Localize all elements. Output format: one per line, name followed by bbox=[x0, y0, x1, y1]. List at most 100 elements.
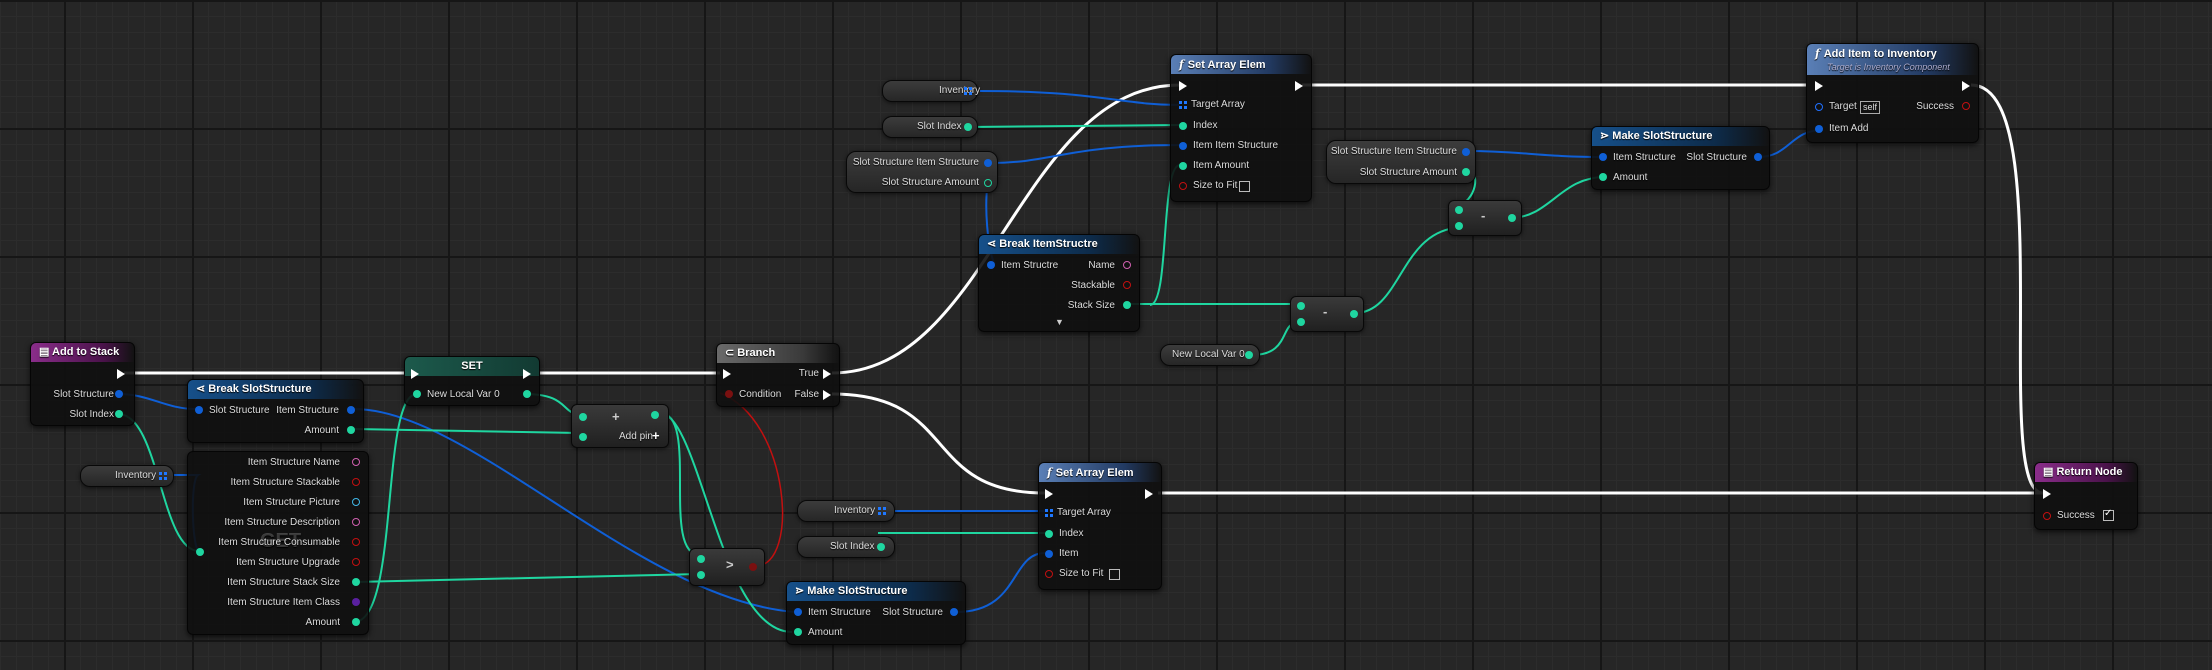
plus-icon[interactable]: + bbox=[652, 428, 660, 443]
slot-index-variable-top[interactable]: Slot Index bbox=[882, 116, 978, 138]
slot-structure-in-pin[interactable] bbox=[195, 406, 203, 414]
size-to-fit-checkbox[interactable] bbox=[1109, 569, 1120, 580]
value-pin[interactable] bbox=[1245, 351, 1253, 359]
stack-size-out-pin[interactable] bbox=[352, 578, 360, 586]
slot-index-variable-lower[interactable]: Slot Index bbox=[797, 536, 895, 558]
amount-pin[interactable] bbox=[1462, 168, 1470, 176]
array-pin[interactable] bbox=[964, 87, 972, 95]
item-pin[interactable] bbox=[1045, 550, 1053, 558]
consumable-out-pin[interactable] bbox=[352, 538, 360, 546]
slot-structure-out-pin[interactable] bbox=[1754, 153, 1762, 161]
break-slotstructure-node[interactable]: ⋖ Break SlotStructure Slot Structure Ite… bbox=[187, 379, 364, 443]
branch-node[interactable]: ⊂ Branch True Condition False bbox=[716, 343, 840, 407]
target-array-pin[interactable] bbox=[1179, 101, 1187, 109]
slot-structure-out-pin[interactable] bbox=[950, 608, 958, 616]
exec-out-pin[interactable] bbox=[1145, 489, 1153, 499]
value-out-pin[interactable] bbox=[523, 390, 531, 398]
exec-in-pin[interactable] bbox=[1815, 81, 1823, 91]
slot-structure-pin[interactable] bbox=[115, 390, 123, 398]
index-pin[interactable] bbox=[1179, 122, 1187, 130]
success-out-pin[interactable] bbox=[1962, 102, 1970, 110]
new-local-var-variable[interactable]: New Local Var 0 bbox=[1160, 344, 1260, 366]
input-pin[interactable] bbox=[196, 548, 204, 556]
break-itemstructre-node[interactable]: ⋖ Break ItemStructre Item Structre Name … bbox=[978, 234, 1140, 332]
slot-index-pin[interactable] bbox=[115, 410, 123, 418]
inventory-variable-top[interactable]: Inventory bbox=[882, 80, 980, 102]
a-pin[interactable] bbox=[579, 413, 587, 421]
result-pin[interactable] bbox=[651, 411, 659, 419]
a-pin[interactable] bbox=[697, 555, 705, 563]
success-in-pin[interactable] bbox=[2043, 512, 2051, 520]
success-checkbox[interactable] bbox=[2103, 508, 2114, 521]
item-structre-in-pin[interactable] bbox=[987, 261, 995, 269]
b-pin[interactable] bbox=[1297, 318, 1305, 326]
a-pin[interactable] bbox=[1455, 206, 1463, 214]
value-pin[interactable] bbox=[877, 543, 885, 551]
item-structure-pin[interactable] bbox=[984, 159, 992, 167]
subtract-node-lower[interactable]: - bbox=[1290, 296, 1364, 332]
false-exec-pin[interactable] bbox=[823, 390, 831, 400]
item-structure-pin[interactable] bbox=[1179, 142, 1187, 150]
size-to-fit-pin[interactable] bbox=[1045, 570, 1053, 578]
a-pin[interactable] bbox=[1297, 302, 1305, 310]
picture-out-pin[interactable] bbox=[352, 498, 360, 506]
exec-out-pin[interactable] bbox=[523, 369, 531, 379]
value-pin[interactable] bbox=[964, 123, 972, 131]
target-pin[interactable] bbox=[1815, 103, 1823, 111]
add-node[interactable]: + Add pin + bbox=[571, 404, 669, 448]
amount-in-pin[interactable] bbox=[794, 628, 802, 636]
make-slotstructure-node-top[interactable]: ⋗ Make SlotStructure Item Structure Slot… bbox=[1591, 126, 1770, 190]
item-structure-out-pin[interactable] bbox=[347, 406, 355, 414]
exec-in-pin[interactable] bbox=[2043, 489, 2051, 499]
break-item-structure-full-node[interactable]: GET Item Structure Name Item Structure S… bbox=[187, 451, 369, 635]
result-pin[interactable] bbox=[1350, 310, 1358, 318]
item-add-pin[interactable] bbox=[1815, 125, 1823, 133]
make-slotstructure-node-lower[interactable]: ⋗ Make SlotStructure Item Structure Slot… bbox=[786, 581, 966, 645]
size-to-fit-pin[interactable] bbox=[1179, 182, 1187, 190]
array-pin[interactable] bbox=[159, 472, 167, 480]
item-structure-in-pin[interactable] bbox=[794, 608, 802, 616]
upgrade-out-pin[interactable] bbox=[352, 558, 360, 566]
exec-out-pin[interactable] bbox=[1962, 81, 1970, 91]
inventory-variable[interactable]: Inventory bbox=[80, 465, 174, 487]
add-pin-button[interactable]: Add pin bbox=[619, 431, 653, 442]
exec-out-pin[interactable] bbox=[117, 369, 125, 379]
stackable-out-pin[interactable] bbox=[352, 478, 360, 486]
target-array-pin[interactable] bbox=[1045, 509, 1053, 517]
stackable-out-pin[interactable] bbox=[1123, 281, 1131, 289]
return-node[interactable]: ▤ Return Node Success bbox=[2034, 462, 2138, 530]
exec-in-pin[interactable] bbox=[1179, 81, 1187, 91]
item-amount-pin[interactable] bbox=[1179, 162, 1187, 170]
index-pin[interactable] bbox=[1045, 530, 1053, 538]
exec-in-pin[interactable] bbox=[411, 369, 419, 379]
slot-structure-variable-right[interactable]: Slot Structure Item Structure Slot Struc… bbox=[1326, 140, 1476, 184]
item-structure-pin[interactable] bbox=[1462, 148, 1470, 156]
description-out-pin[interactable] bbox=[352, 518, 360, 526]
name-out-pin[interactable] bbox=[1123, 261, 1131, 269]
amount-out-pin[interactable] bbox=[352, 618, 360, 626]
self-default-value[interactable]: self bbox=[1860, 101, 1881, 114]
size-to-fit-checkbox[interactable] bbox=[1239, 181, 1250, 192]
true-exec-pin[interactable] bbox=[823, 369, 831, 379]
result-pin[interactable] bbox=[1508, 214, 1516, 222]
expand-chevron-icon[interactable]: ▼ bbox=[1055, 317, 1064, 327]
exec-in-pin[interactable] bbox=[723, 369, 731, 379]
set-variable-node[interactable]: SET New Local Var 0 bbox=[404, 356, 540, 406]
bool-out-pin[interactable] bbox=[749, 563, 757, 571]
slot-structure-break-variable[interactable]: Slot Structure Item Structure Slot Struc… bbox=[846, 151, 998, 193]
b-pin[interactable] bbox=[697, 571, 705, 579]
exec-out-pin[interactable] bbox=[1295, 81, 1303, 91]
greater-compare-node[interactable]: > bbox=[689, 548, 765, 586]
condition-pin[interactable] bbox=[725, 390, 733, 398]
amount-in-pin[interactable] bbox=[1599, 173, 1607, 181]
name-out-pin[interactable] bbox=[352, 458, 360, 466]
b-pin[interactable] bbox=[579, 433, 587, 441]
b-pin[interactable] bbox=[1455, 222, 1463, 230]
add-to-stack-node[interactable]: ▤ Add to Stack Slot Structure Slot Index bbox=[30, 342, 135, 426]
value-in-pin[interactable] bbox=[413, 390, 421, 398]
amount-out-pin[interactable] bbox=[347, 426, 355, 434]
array-pin[interactable] bbox=[878, 507, 886, 515]
amount-pin[interactable] bbox=[984, 179, 992, 187]
